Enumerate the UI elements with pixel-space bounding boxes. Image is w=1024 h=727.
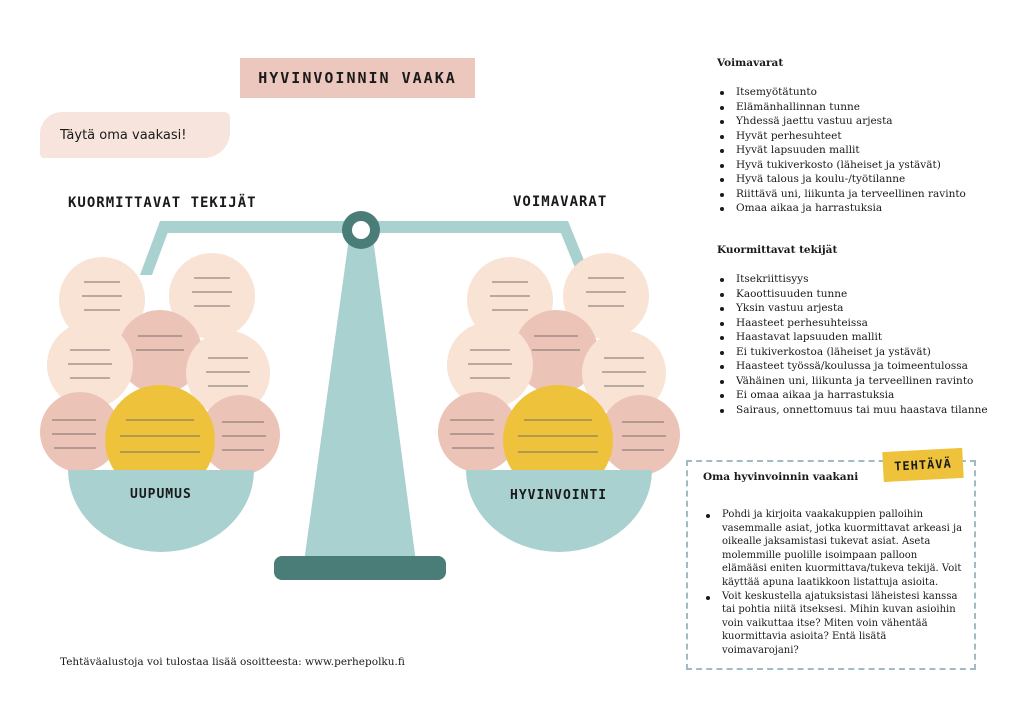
list-item: Itsemyötätunto <box>717 85 1007 100</box>
footer-text: Tehtäväalustoja voi tulostaa lisää osoit… <box>60 656 405 668</box>
list-item: Haasteet työssä/koulussa ja toimeentulos… <box>717 359 1007 374</box>
ball <box>563 253 649 339</box>
list-item: Itsekriittisyys <box>717 272 1007 287</box>
list-item: Ei tukiverkostoa (läheiset ja ystävät) <box>717 345 1007 360</box>
scale-right-label: VOIMAVARAT <box>513 194 608 210</box>
ball <box>118 310 202 394</box>
ball-large <box>503 385 613 495</box>
list-item: Omaa aikaa ja harrastuksia <box>717 201 1007 216</box>
burdens-heading: Kuormittavat tekijät <box>717 244 838 256</box>
ball <box>600 395 680 475</box>
task-title: Oma hyvinvoinnin vaakani <box>703 471 859 483</box>
list-item: Hyvä tukiverkosto (läheiset ja ystävät) <box>717 158 1007 173</box>
fill-instruction-note: Täytä oma vaakasi! <box>40 112 230 158</box>
task-tag: TEHTÄVÄ <box>882 447 964 483</box>
list-item: Sairaus, onnettomuus tai muu haastava ti… <box>717 403 1007 418</box>
list-item: Hyvät lapsuuden mallit <box>717 143 1007 158</box>
list-item: Haastavat lapsuuden mallit <box>717 330 1007 345</box>
ball <box>186 331 270 415</box>
list-item: Riittävä uni, liikunta ja terveellinen r… <box>717 187 1007 202</box>
ball <box>200 395 280 475</box>
scale-pillar <box>304 238 416 562</box>
ball <box>514 310 598 394</box>
right-pan-bowl <box>466 470 652 552</box>
scale-base <box>274 556 446 580</box>
right-pan-label: HYVINVOINTI <box>510 488 608 503</box>
list-item: Yhdessä jaettu vastuu arjesta <box>717 114 1007 129</box>
left-pan-bowl <box>68 470 254 552</box>
ball <box>169 253 255 339</box>
resources-heading: Voimavarat <box>717 57 784 69</box>
page-title: HYVINVOINNIN VAAKA <box>240 58 475 98</box>
resources-list: Itsemyötätunto Elämänhallinnan tunne Yhd… <box>717 85 1007 216</box>
left-pan-balls <box>40 253 280 495</box>
task-box <box>686 460 976 670</box>
ball <box>447 322 533 408</box>
ball <box>582 331 666 415</box>
list-item: Ei omaa aikaa ja harrastuksia <box>717 388 1007 403</box>
right-pan-balls <box>438 253 680 495</box>
task-item: Voit keskustella ajatuksistasi läheistes… <box>703 590 965 658</box>
ball <box>59 257 145 343</box>
list-item: Haasteet perhesuhteissa <box>717 316 1007 331</box>
list-item: Elämänhallinnan tunne <box>717 100 1007 115</box>
ball <box>40 392 120 472</box>
task-list: Pohdi ja kirjoita vaakakuppien palloihin… <box>703 508 965 658</box>
ball <box>438 392 518 472</box>
list-item: Yksin vastuu arjesta <box>717 301 1007 316</box>
list-item: Hyvät perhesuhteet <box>717 129 1007 144</box>
list-item: Vähäinen uni, liikunta ja terveellinen r… <box>717 374 1007 389</box>
ball-large <box>105 385 215 495</box>
left-pan-label: UUPUMUS <box>130 487 192 502</box>
task-item: Pohdi ja kirjoita vaakakuppien palloihin… <box>703 508 965 590</box>
left-hanger <box>140 221 172 275</box>
burdens-list: Itsekriittisyys Kaoottisuuden tunne Yksi… <box>717 272 1007 417</box>
list-item: Kaoottisuuden tunne <box>717 287 1007 302</box>
scale-left-label: KUORMITTAVAT TEKIJÄT <box>68 195 257 211</box>
ball <box>47 322 133 408</box>
list-item: Hyvä talous ja koulu-/työtilanne <box>717 172 1007 187</box>
